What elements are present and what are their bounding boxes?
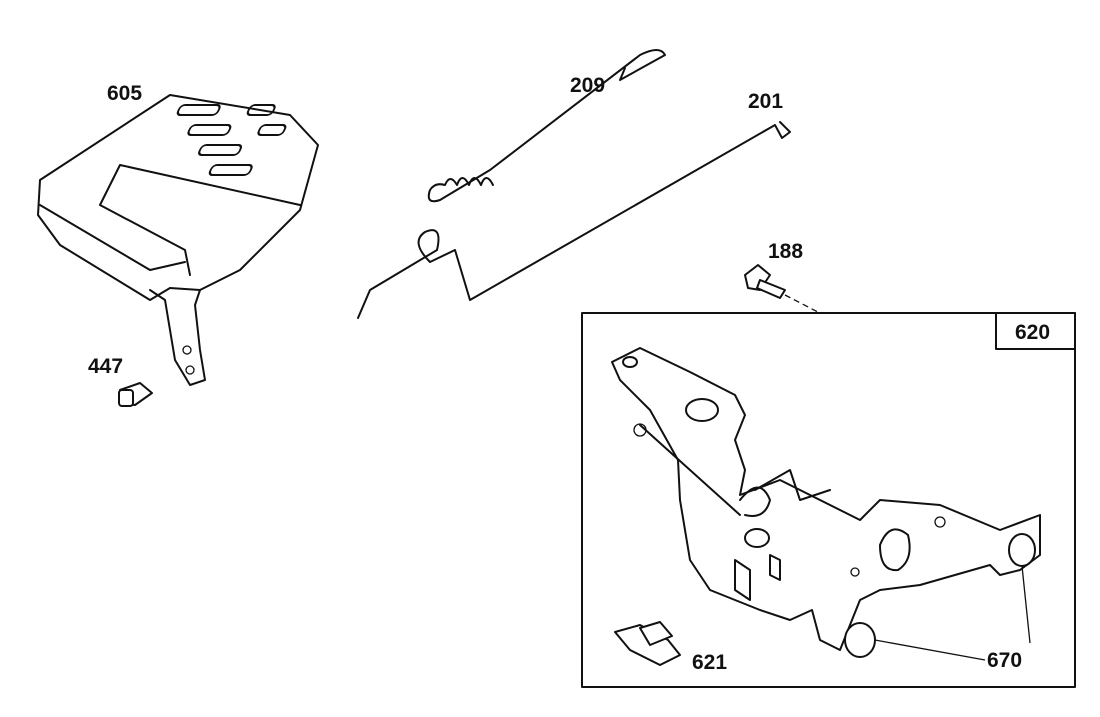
control-bracket-assembly [611,347,1041,658]
part-209-spring [427,49,666,203]
leader-670 [874,565,1031,661]
part-621-clip [614,621,681,666]
label-621: 621 [692,651,727,674]
part-201-link [357,121,791,319]
label-209: 209 [570,74,605,97]
part-447-screw [118,382,153,407]
part-605-cover [37,94,319,386]
label-188: 188 [768,240,803,263]
label-447: 447 [88,355,123,378]
label-670: 670 [987,649,1022,672]
label-620: 620 [1015,321,1050,344]
label-605: 605 [107,82,142,105]
label-201: 201 [748,90,783,113]
